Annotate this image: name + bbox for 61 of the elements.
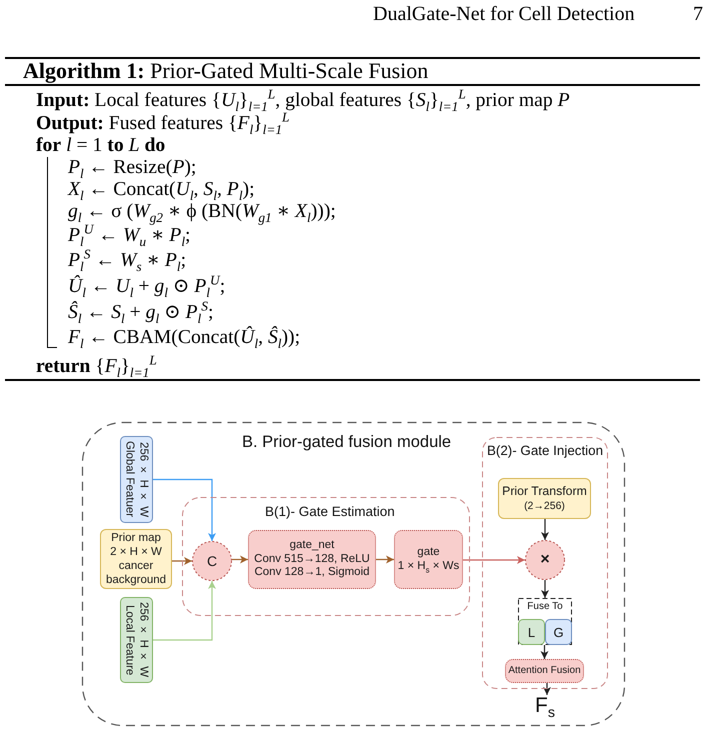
node-label: L <box>528 624 536 640</box>
feature-box <box>120 597 153 683</box>
stage-frame <box>182 497 470 616</box>
arrow <box>376 556 394 564</box>
algorithm-line: Ŝ$_{l}$ ← S$_{l}$ + g$_{l}$ ⊙ P$_{l}$$^{S}$; <box>68 301 214 323</box>
stage-frame <box>482 437 608 689</box>
node-label: Prior Transform <box>502 484 587 498</box>
node-label: C <box>206 553 218 569</box>
module-title: B. Prior-gated fusion module <box>242 433 452 453</box>
multiply-circle <box>525 540 565 580</box>
arrow <box>541 519 549 540</box>
stage-title: B(1)- Gate Estimation <box>265 504 395 520</box>
algorithm-line: F$_{l}$ ← CBAM(Concat(Û$_{l}$, Ŝ$_{l}$)); <box>68 326 300 348</box>
node-label: Attention Fusion <box>508 665 581 677</box>
dimension-label: 256 × H × W <box>136 602 150 678</box>
feature-box <box>120 436 153 523</box>
arrow <box>153 581 216 641</box>
node-label: G <box>553 624 564 640</box>
concat-circle <box>192 541 232 581</box>
node-label: cancer background <box>104 559 168 587</box>
node-label: Conv 128→1, Sigmoid <box>254 566 370 580</box>
node-label: × <box>540 551 550 569</box>
fusion-box <box>505 659 584 683</box>
algorithm-line: Û$_{l}$ ← U$_{l}$ + g$_{l}$ ⊙ P$_{l}$$^{U}$; <box>68 275 226 297</box>
arrow <box>232 556 248 564</box>
gate-net-box <box>248 530 376 589</box>
algorithm-line: P$_{l}$ ← Resize(P); <box>68 156 196 178</box>
node-label: Conv 515→128, ReLU <box>254 552 370 566</box>
feature-label: Global Featuer <box>122 441 136 518</box>
node-label: 2 × H × W <box>110 545 162 559</box>
module-frame <box>82 422 625 726</box>
dimension-label: 256 × H × W <box>136 442 150 518</box>
branch-box <box>545 619 572 645</box>
arrow <box>172 557 192 565</box>
node-label: (2→256) <box>524 498 565 514</box>
stage-title: B(2)- Gate Injection <box>486 443 604 460</box>
node-label: gate <box>417 546 440 560</box>
algorithm-line: P$_{l}$$^{U}$ ← W$_{u}$ ∗ P$_{l}$; <box>68 224 191 246</box>
running-header: DualGate-Net for Cell Detection <box>373 3 635 25</box>
feature-label: Local Feature <box>122 604 136 676</box>
arrow <box>153 478 216 541</box>
algorithm-line: for l = 1 to L do <box>36 134 166 156</box>
algorithm-line: X$_{l}$ ← Concat(U$_{l}$, S$_{l}$, P$_{l}$); <box>68 178 255 200</box>
transform-box <box>498 478 591 519</box>
algorithm-title: Algorithm 1: Prior-Gated Multi-Scale Fusion <box>23 60 428 82</box>
node-label: Prior map <box>111 531 161 545</box>
fuse-title: Fuse To <box>527 601 563 613</box>
algorithm-line: P$_{l}$$^{S}$ ← W$_{s}$ ∗ P$_{l}$; <box>68 249 186 271</box>
gate-box <box>394 530 463 589</box>
arrow <box>543 683 551 695</box>
output-label: F$_{s}$ <box>535 695 555 716</box>
fuse-frame <box>518 598 572 645</box>
algorithm-line: Input: Local features {U$_{l}$}$_{l=1}$$^{L}$, global features {S$_{l}$}$_{l=1}$$^{L}$, prior map P <box>36 89 570 111</box>
prior-map-box <box>100 529 172 589</box>
arrow <box>540 645 548 659</box>
arrow <box>463 556 525 564</box>
node-label: 1 × H$_{s}$ × Ws <box>398 560 460 573</box>
page-number: 7 <box>693 3 703 25</box>
arrow <box>541 580 549 598</box>
branch-box <box>518 619 545 645</box>
node-label: gate_net <box>290 539 334 553</box>
